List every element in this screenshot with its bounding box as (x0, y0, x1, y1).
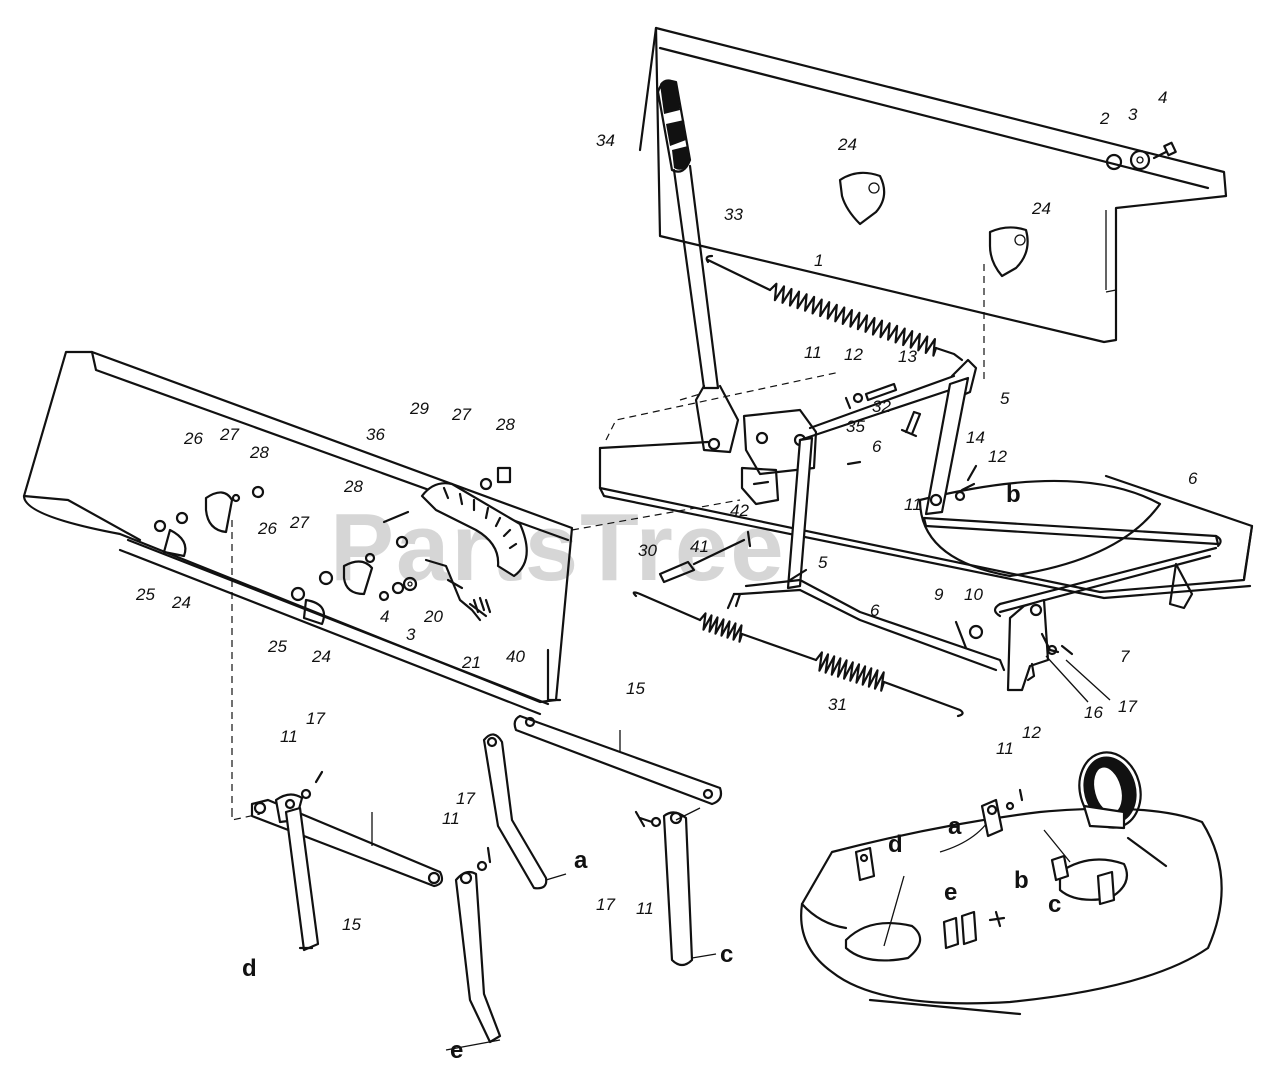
part-label-11: 11 (442, 809, 460, 828)
part-label-5: 5 (818, 553, 828, 572)
left-side-panel (22, 350, 741, 716)
part-label-6: 6 (870, 601, 880, 620)
part-label-12: 12 (1022, 723, 1041, 742)
part-label-4: 4 (1158, 88, 1167, 107)
part-label-24: 24 (837, 135, 857, 154)
part-label-17: 17 (1118, 697, 1137, 716)
connection-label-a: a (574, 847, 588, 874)
part-label-1: 1 (814, 251, 823, 270)
watermark: PartsTree (330, 494, 786, 601)
link-bar-15-upper (513, 714, 723, 806)
part-label-6: 6 (1188, 469, 1198, 488)
hardware-nut-washer-bolt (1105, 141, 1177, 171)
spring-1 (705, 254, 964, 362)
part-label-11: 11 (804, 343, 822, 362)
lift-lever (656, 79, 740, 454)
part-label-41: 41 (690, 537, 709, 556)
part-label-6: 6 (872, 437, 882, 456)
part-label-9: 9 (934, 585, 944, 604)
part-label-42: 42 (730, 501, 749, 520)
part-label-28: 28 (343, 477, 363, 496)
link-arm-5 (924, 264, 985, 516)
connection-label-e: e (450, 1037, 463, 1064)
part-label-30: 30 (638, 541, 657, 560)
lower-center-links (738, 436, 1006, 672)
part-label-24: 24 (311, 647, 331, 666)
connection-label-d: d (242, 955, 257, 982)
part-label-4: 4 (380, 607, 389, 626)
part-label-27: 27 (451, 405, 471, 424)
part-label-3: 3 (1128, 105, 1138, 124)
part-label-28: 28 (495, 415, 515, 434)
part-label-17: 17 (306, 709, 325, 728)
lower-arm-c (634, 807, 717, 967)
connection-label-c: c (1048, 891, 1061, 918)
part-label-35: 35 (846, 417, 865, 436)
connection-label-a: a (948, 813, 962, 840)
spring-31 (632, 530, 964, 718)
deck-wheel (1078, 751, 1142, 830)
quadrant-plate (420, 482, 528, 622)
part-label-26: 26 (183, 429, 203, 448)
part-label-20: 20 (423, 607, 443, 626)
part-label-25: 25 (135, 585, 155, 604)
part-label-17: 17 (596, 895, 615, 914)
part-label-15: 15 (626, 679, 645, 698)
part-label-11: 11 (636, 899, 654, 918)
part-label-36: 36 (366, 425, 385, 444)
part-label-14: 14 (966, 428, 985, 447)
part-label-33: 33 (724, 205, 743, 224)
connection-label-b: b (1006, 481, 1021, 508)
dash-panel (638, 26, 1228, 344)
part-label-27: 27 (219, 425, 239, 444)
mower-deck (800, 807, 1223, 1016)
right-hanger-7 (954, 598, 1111, 703)
center-chassis (598, 371, 1254, 600)
part-label-11: 11 (904, 495, 922, 514)
part-label-15: 15 (342, 915, 361, 934)
part-label-28: 28 (249, 443, 269, 462)
connection-label-d: d (888, 831, 903, 858)
panel-bracket-clamps (838, 171, 1029, 278)
part-label-13: 13 (898, 347, 917, 366)
connection-label-b: b (1014, 867, 1029, 894)
part-label-34: 34 (596, 131, 615, 150)
part-label-11: 11 (280, 727, 298, 746)
connection-label-e: e (944, 879, 957, 906)
part-label-26: 26 (257, 519, 277, 538)
part-label-40: 40 (506, 647, 525, 666)
part-label-17: 17 (456, 789, 475, 808)
part-label-12: 12 (988, 447, 1007, 466)
part-label-2: 2 (1099, 109, 1110, 128)
part-label-27: 27 (289, 513, 309, 532)
part-label-7: 7 (1120, 647, 1130, 666)
connection-letter-labels: b a a d b e c d c e (242, 481, 1061, 1064)
part-label-3: 3 (406, 625, 416, 644)
part-label-12: 12 (844, 345, 863, 364)
part-label-32: 32 (872, 397, 891, 416)
lower-left-linkages (231, 520, 567, 1051)
part-label-16: 16 (1084, 703, 1103, 722)
part-label-24: 24 (1031, 199, 1051, 218)
part-label-11: 11 (996, 739, 1014, 758)
deck-brackets (854, 788, 1116, 950)
part-label-25: 25 (267, 637, 287, 656)
part-label-21: 21 (461, 653, 481, 672)
part-label-29: 29 (409, 399, 429, 418)
bolts-center (846, 410, 978, 502)
part-label-5: 5 (1000, 389, 1010, 408)
part-label-24: 24 (171, 593, 191, 612)
part-label-10: 10 (964, 585, 983, 604)
left-hardware (153, 466, 512, 626)
part-label-31: 31 (828, 695, 847, 714)
connection-label-c: c (720, 941, 733, 968)
